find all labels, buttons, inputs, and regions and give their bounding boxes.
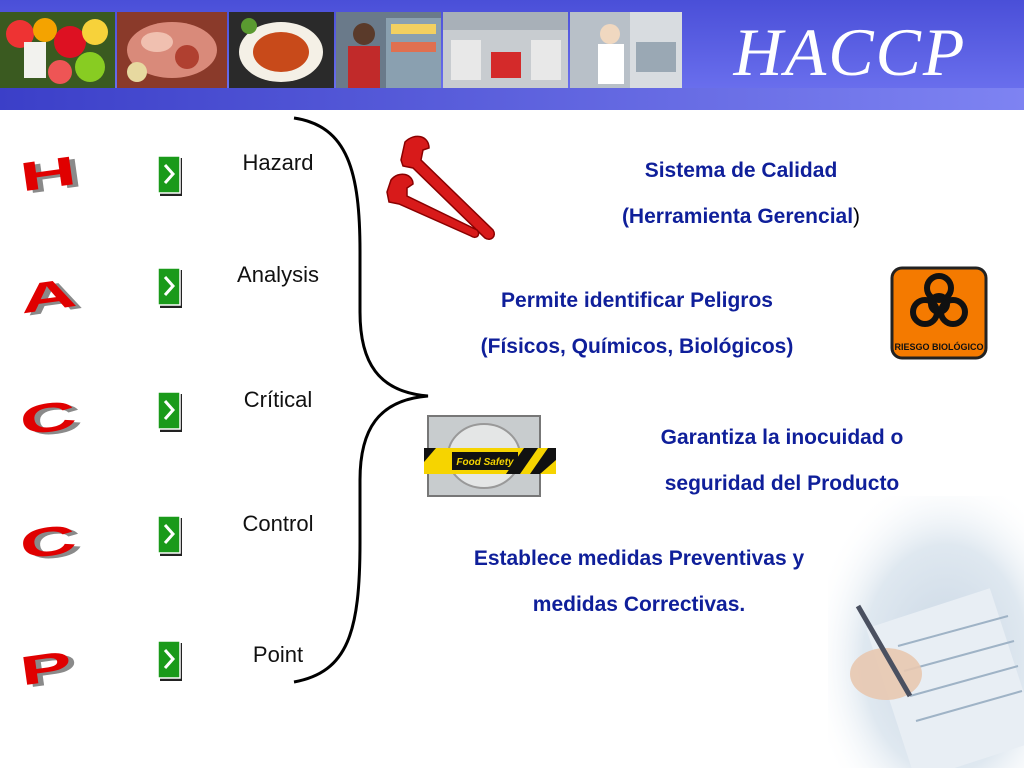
meat-photo [117, 12, 227, 88]
description-3-line1: Garantiza la inocuidad o [660, 426, 904, 449]
description-2: Permite identificar Peligros (Físicos, Q… [430, 278, 844, 370]
chevron-right-icon [163, 164, 176, 184]
biohazard-icon [910, 273, 968, 327]
description-1-line2: (Herramienta Gerencial) [621, 205, 861, 228]
term-hazard: Hazard [242, 150, 314, 175]
market-photo [336, 12, 441, 88]
arrow-button-analysis[interactable] [158, 268, 182, 308]
svg-text:C: C [23, 518, 85, 570]
term-analysis: Analysis [237, 262, 319, 287]
header-banner: HACCP [0, 0, 1024, 110]
curly-brace [293, 116, 429, 684]
chef-photo [570, 12, 682, 88]
letter-p: P P [14, 634, 104, 697]
description-4-line1: Establece medidas Preventivas y [473, 547, 805, 570]
fruits-photo [0, 12, 115, 88]
svg-text:C: C [17, 392, 79, 444]
clipboard-photo [828, 496, 1024, 768]
svg-text:C: C [23, 394, 85, 446]
svg-text:H: H [17, 148, 79, 200]
letter-a: A A [14, 262, 104, 324]
arrow-button-point[interactable] [158, 641, 182, 681]
warehouse-photo [443, 12, 568, 88]
svg-text:A: A [23, 272, 85, 324]
arrow-button-critical[interactable] [158, 392, 182, 432]
description-1: Sistema de Calidad (Herramienta Gerencia… [576, 148, 906, 240]
chevron-right-icon [163, 276, 176, 296]
food-safety-label: Food Safety [456, 457, 514, 468]
description-4: Establece medidas Preventivas y medidas … [430, 536, 848, 628]
description-3-line2: seguridad del Producto [664, 472, 900, 495]
svg-text:P: P [23, 645, 81, 697]
description-4-line2: medidas Correctivas. [532, 593, 746, 616]
svg-text:P: P [17, 643, 75, 695]
chevron-right-icon [163, 524, 176, 544]
description-2-line1: Permite identificar Peligros [501, 289, 773, 312]
letter-h: H H [14, 140, 104, 202]
term-control: Control [242, 511, 314, 536]
description-1-line1: Sistema de Calidad [644, 159, 838, 182]
wrench-icon [386, 135, 496, 241]
letter-c-1: C C [14, 384, 104, 446]
svg-text:A: A [17, 270, 79, 322]
description-2-line2: (Físicos, Químicos, Biológicos) [480, 335, 794, 358]
chevron-right-icon [163, 649, 176, 669]
soup-photo [229, 12, 334, 88]
food-safety-sign: Food Safety [424, 415, 556, 497]
letter-c-2: C C [14, 508, 104, 570]
term-critical: Crítical [243, 387, 313, 412]
arrow-button-hazard[interactable] [158, 156, 182, 196]
svg-text:H: H [23, 150, 85, 202]
header-stripe [0, 88, 1024, 110]
biohazard-label: RIESGO BIOLÓGICO [894, 341, 983, 352]
chevron-right-icon [163, 400, 176, 420]
term-point: Point [252, 642, 304, 667]
arrow-button-control[interactable] [158, 516, 182, 556]
biohazard-sign: RIESGO BIOLÓGICO [890, 266, 988, 360]
description-3: Garantiza la inocuidad o seguridad del P… [612, 415, 952, 507]
svg-text:C: C [17, 516, 79, 568]
page-title: HACCP [733, 14, 967, 90]
